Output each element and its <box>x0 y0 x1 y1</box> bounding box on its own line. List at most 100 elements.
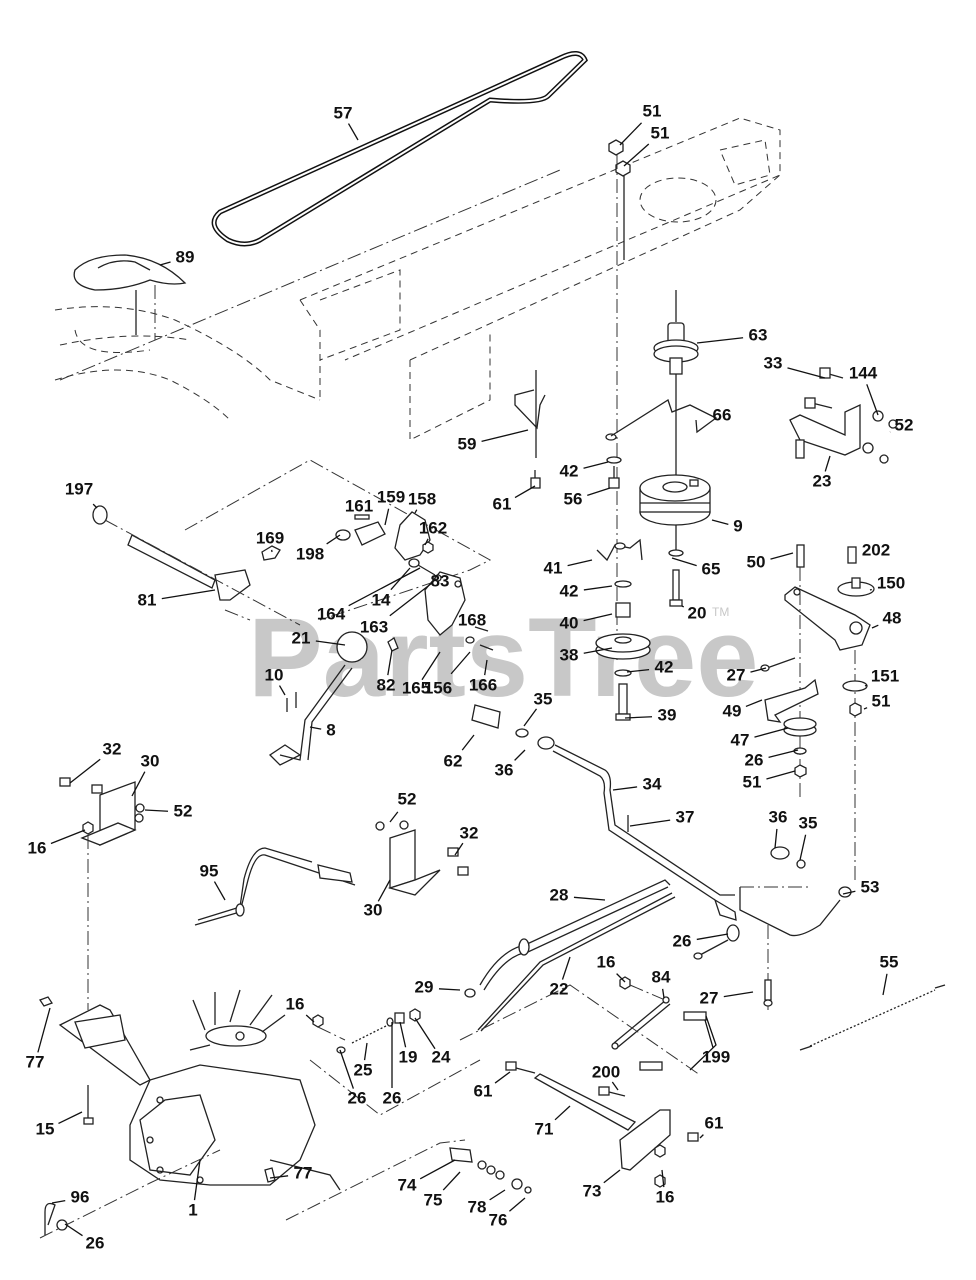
callout-165[interactable]: 165 <box>402 651 441 697</box>
part-number-label[interactable]: 47 <box>731 730 750 749</box>
callout-52b[interactable]: 52 <box>144 801 193 820</box>
bracket-23[interactable] <box>789 367 898 464</box>
callout-27a[interactable]: 27 <box>727 665 767 684</box>
part-number-label[interactable]: 75 <box>424 1190 443 1209</box>
callout-16d[interactable]: 16 <box>656 1169 675 1206</box>
part-number-label[interactable]: 22 <box>550 979 569 998</box>
callout-21[interactable]: 21 <box>292 628 346 647</box>
part-number-label[interactable]: 42 <box>560 581 579 600</box>
part-number-label[interactable]: 40 <box>560 613 579 632</box>
callout-42b[interactable]: 42 <box>560 581 613 600</box>
part-number-label[interactable]: 1 <box>188 1200 197 1219</box>
callout-35a[interactable]: 35 <box>523 689 553 727</box>
part-number-label[interactable]: 150 <box>877 573 905 592</box>
spring-stack-25[interactable] <box>309 1008 481 1116</box>
callout-26a[interactable]: 26 <box>745 749 799 769</box>
part-number-label[interactable]: 96 <box>71 1187 90 1206</box>
part-number-label[interactable]: 8 <box>326 720 335 739</box>
callout-16b[interactable]: 16 <box>597 952 626 983</box>
part-number-label[interactable]: 159 <box>377 487 405 506</box>
clip-169[interactable] <box>261 545 281 561</box>
part-number-label[interactable]: 62 <box>444 751 463 770</box>
part-number-label[interactable]: 52 <box>174 801 193 820</box>
callout-65[interactable]: 65 <box>671 557 721 578</box>
callout-89[interactable]: 89 <box>159 247 195 266</box>
callout-95[interactable]: 95 <box>200 861 226 901</box>
callout-169[interactable]: 169 <box>256 528 284 553</box>
callout-38[interactable]: 38 <box>560 645 613 664</box>
callout-73[interactable]: 73 <box>583 1169 621 1200</box>
part-number-label[interactable]: 21 <box>292 628 311 647</box>
callout-15[interactable]: 15 <box>36 1111 83 1138</box>
part-number-label[interactable]: 161 <box>345 496 373 515</box>
callout-51b[interactable]: 51 <box>623 123 670 167</box>
part-number-label[interactable]: 9 <box>733 516 742 535</box>
callout-51a[interactable]: 51 <box>619 101 661 146</box>
callout-50[interactable]: 50 <box>747 552 794 571</box>
part-number-label[interactable]: 26 <box>673 931 692 950</box>
pto-clutch[interactable] <box>639 474 711 526</box>
part-number-label[interactable]: 30 <box>364 900 383 919</box>
part-number-label[interactable]: 25 <box>354 1060 373 1079</box>
part-number-label[interactable]: 10 <box>265 665 284 684</box>
spindle-63[interactable] <box>653 290 699 480</box>
part-number-label[interactable]: 95 <box>200 861 219 880</box>
part-number-label[interactable]: 61 <box>474 1081 493 1100</box>
part-number-label[interactable]: 169 <box>256 528 284 547</box>
part-number-label[interactable]: 16 <box>28 838 47 857</box>
callout-202[interactable]: 202 <box>862 540 890 559</box>
washer-26-cotter-27[interactable] <box>693 924 773 1010</box>
part-number-label[interactable]: 14 <box>372 590 391 609</box>
part-number-label[interactable]: 165 <box>402 678 430 697</box>
part-number-label[interactable]: 19 <box>399 1047 418 1066</box>
part-number-label[interactable]: 35 <box>534 689 553 708</box>
part-number-label[interactable]: 198 <box>296 544 324 563</box>
part-number-label[interactable]: 42 <box>560 461 579 480</box>
callout-96[interactable]: 96 <box>51 1187 90 1206</box>
part-number-label[interactable]: 74 <box>398 1175 417 1194</box>
shift-lever-8[interactable] <box>268 631 368 766</box>
part-number-label[interactable]: 73 <box>583 1181 602 1200</box>
callout-29[interactable]: 29 <box>415 977 461 996</box>
part-number-label[interactable]: 32 <box>103 739 122 758</box>
drive-belt[interactable] <box>211 51 588 247</box>
part-number-label[interactable]: 65 <box>702 559 721 578</box>
callout-62[interactable]: 62 <box>444 734 475 770</box>
part-number-label[interactable]: 56 <box>564 489 583 508</box>
part-number-label[interactable]: 78 <box>468 1197 487 1216</box>
callout-35b[interactable]: 35 <box>799 813 818 861</box>
callout-198[interactable]: 198 <box>296 534 341 563</box>
part-number-label[interactable]: 71 <box>535 1119 554 1138</box>
callout-164[interactable]: 164 <box>317 567 421 623</box>
callout-76[interactable]: 76 <box>489 1197 526 1229</box>
part-number-label[interactable]: 48 <box>883 608 902 627</box>
callout-22[interactable]: 22 <box>550 956 571 998</box>
callout-8[interactable]: 8 <box>309 720 336 739</box>
wire-41[interactable] <box>596 538 643 562</box>
part-number-label[interactable]: 89 <box>176 247 195 266</box>
part-number-label[interactable]: 27 <box>727 665 746 684</box>
callout-144[interactable]: 144 <box>849 363 879 416</box>
callout-84[interactable]: 84 <box>652 967 671 999</box>
callout-9[interactable]: 9 <box>711 516 743 535</box>
callout-27b[interactable]: 27 <box>700 988 754 1007</box>
part-number-label[interactable]: 51 <box>651 123 670 142</box>
callout-51d[interactable]: 51 <box>743 770 796 791</box>
callout-52c[interactable]: 52 <box>389 789 416 823</box>
callout-33[interactable]: 33 <box>764 353 826 379</box>
pulley-stack[interactable] <box>595 580 651 721</box>
part-number-label[interactable]: 61 <box>493 494 512 513</box>
part-number-label[interactable]: 164 <box>317 604 346 623</box>
part-number-label[interactable]: 82 <box>377 675 396 694</box>
part-number-label[interactable]: 51 <box>743 772 762 791</box>
upper-nuts[interactable] <box>608 139 631 660</box>
part-number-label[interactable]: 84 <box>652 967 671 986</box>
part-number-label[interactable]: 144 <box>849 363 878 382</box>
callout-32a[interactable]: 32 <box>69 739 122 784</box>
callout-42c[interactable]: 42 <box>626 657 673 676</box>
callout-150[interactable]: 150 <box>869 573 905 592</box>
callout-48[interactable]: 48 <box>871 608 902 629</box>
callout-200[interactable]: 200 <box>592 1062 620 1091</box>
callout-41[interactable]: 41 <box>544 558 593 577</box>
part-number-label[interactable]: 39 <box>658 705 677 724</box>
